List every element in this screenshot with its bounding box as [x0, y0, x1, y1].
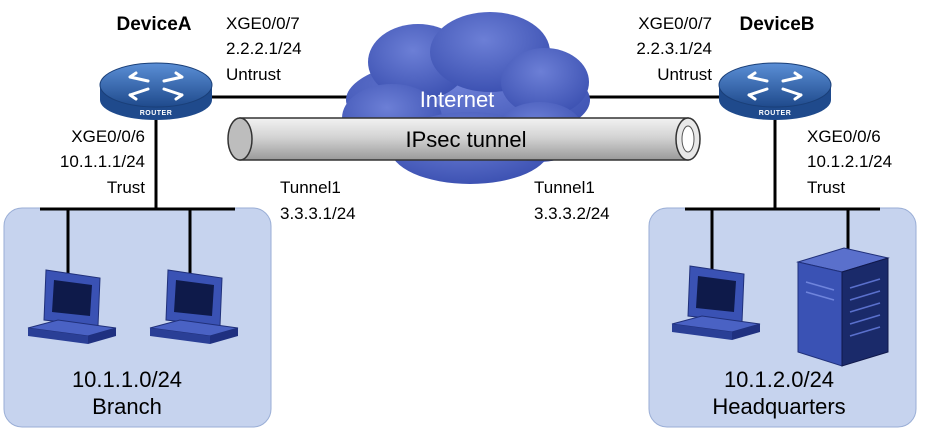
router-icon: ROUTER	[718, 62, 832, 120]
pc-icon	[27, 269, 117, 344]
device-b-wan-port: XGE0/0/7	[638, 14, 712, 33]
pc-icon	[671, 265, 761, 340]
device-b-lan-zone: Trust	[807, 178, 845, 197]
device-b-lan-port: XGE0/0/6	[807, 127, 881, 146]
device-a-tunnel-ip: 3.3.3.1/24	[280, 204, 356, 223]
device-b-tunnel-name: Tunnel1	[534, 178, 595, 197]
device-b-wan-zone: Untrust	[657, 65, 712, 84]
internet-label: Internet	[420, 87, 495, 112]
router-a-label: ROUTER	[140, 110, 173, 117]
device-b-tunnel-ip: 3.3.3.2/24	[534, 204, 610, 223]
device-a-wan-port: XGE0/0/7	[226, 14, 300, 33]
device-a-lan-zone: Trust	[107, 178, 145, 197]
device-a-wan-zone: Untrust	[226, 65, 281, 84]
pc-icon	[149, 269, 239, 344]
device-b-name: DeviceB	[740, 14, 815, 35]
device-a-name: DeviceA	[117, 14, 192, 35]
router-icon: ROUTER	[99, 62, 213, 120]
branch-subnet: 10.1.1.0/24	[72, 367, 182, 392]
tunnel-pipe-icon	[227, 117, 701, 161]
server-icon	[796, 247, 890, 367]
device-a-tunnel-name: Tunnel1	[280, 178, 341, 197]
hq-name: Headquarters	[712, 394, 845, 419]
device-b-wan-ip: 2.2.3.1/24	[636, 39, 712, 58]
branch-name: Branch	[92, 394, 162, 419]
device-a-lan-ip: 10.1.1.1/24	[60, 152, 145, 171]
device-a-lan-port: XGE0/0/6	[71, 127, 145, 146]
device-a-wan-ip: 2.2.2.1/24	[226, 39, 302, 58]
device-b-lan-ip: 10.1.2.1/24	[807, 152, 892, 171]
ipsec-tunnel-label: IPsec tunnel	[405, 127, 526, 152]
router-b-label: ROUTER	[759, 110, 792, 117]
hq-subnet: 10.1.2.0/24	[724, 367, 834, 392]
